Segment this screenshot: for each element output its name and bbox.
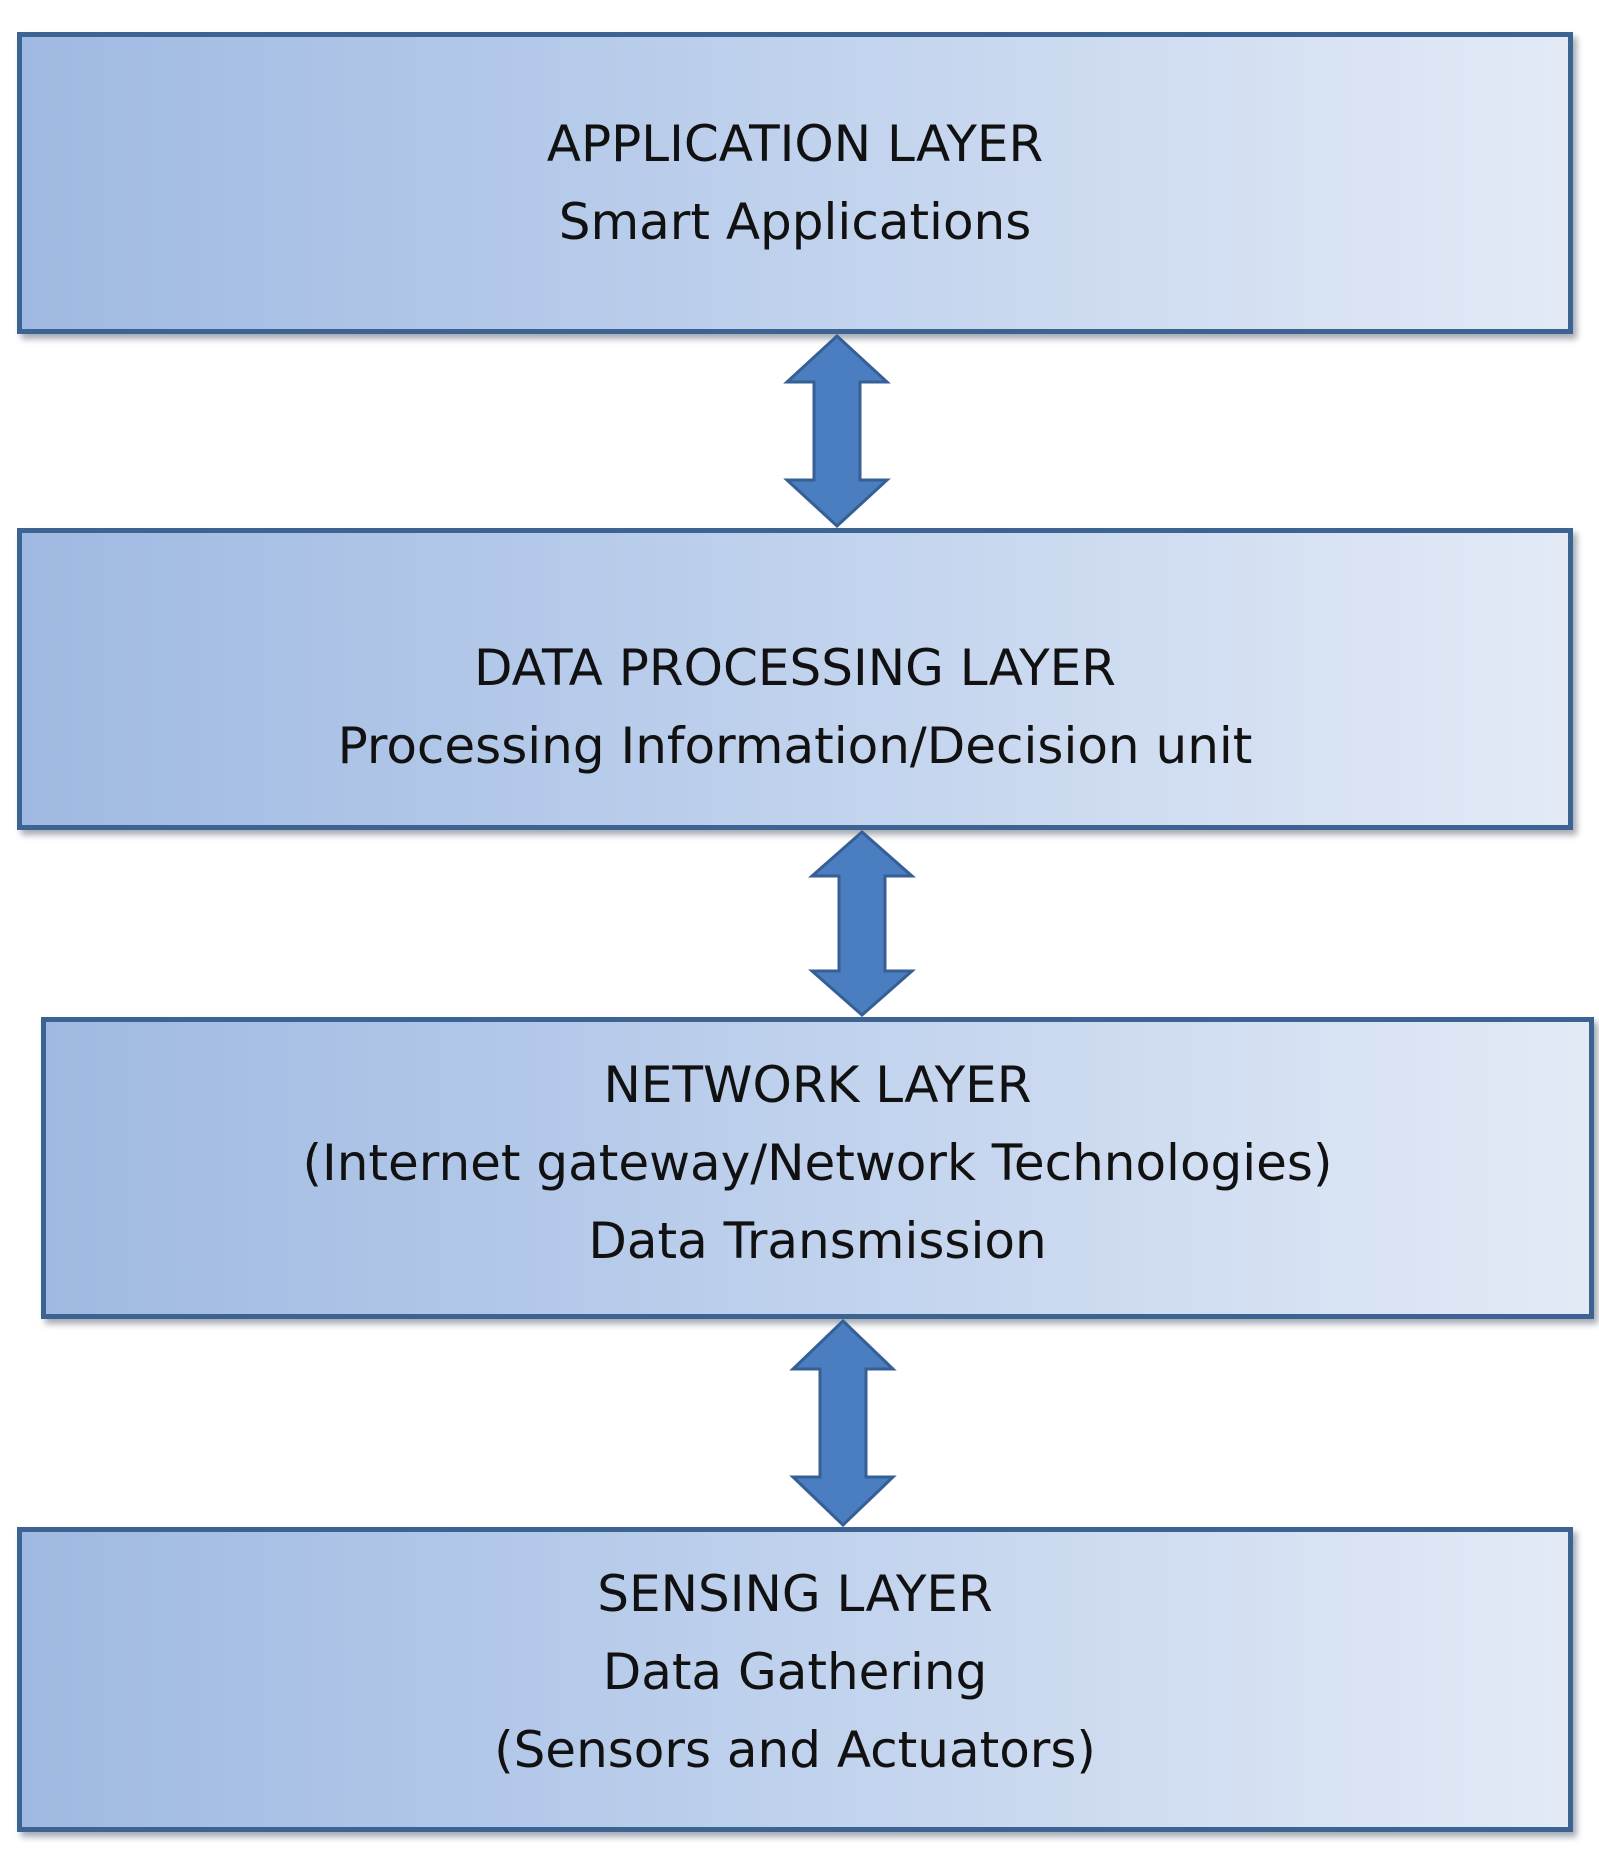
data-processing-layer-description: Processing Information/Decision unit	[337, 717, 1253, 775]
sensing-layer-title: SENSING LAYER	[597, 1565, 993, 1623]
bidirectional-arrow-network-sensing	[789, 1318, 897, 1528]
application-layer-title: APPLICATION LAYER	[546, 115, 1044, 173]
sensing-layer-devices: (Sensors and Actuators)	[494, 1721, 1096, 1779]
network-layer-box: NETWORK LAYER (Internet gateway/Network …	[41, 1017, 1594, 1319]
double-arrow-icon	[783, 333, 891, 529]
data-processing-layer-title: DATA PROCESSING LAYER	[474, 639, 1116, 697]
bidirectional-arrow-application-processing	[783, 333, 891, 529]
network-layer-description: Data Transmission	[588, 1212, 1047, 1270]
double-arrow-icon	[789, 1318, 897, 1528]
double-arrow-icon	[808, 830, 916, 1017]
application-layer-description: Smart Applications	[558, 193, 1032, 251]
sensing-layer-description: Data Gathering	[602, 1643, 988, 1701]
data-processing-layer-box: DATA PROCESSING LAYER Processing Informa…	[17, 528, 1573, 830]
application-layer-box: APPLICATION LAYER Smart Applications	[17, 32, 1573, 334]
network-layer-technologies: (Internet gateway/Network Technologies)	[302, 1134, 1333, 1192]
network-layer-title: NETWORK LAYER	[603, 1056, 1032, 1114]
bidirectional-arrow-processing-network	[808, 830, 916, 1017]
sensing-layer-box: SENSING LAYER Data Gathering (Sensors an…	[17, 1527, 1573, 1832]
